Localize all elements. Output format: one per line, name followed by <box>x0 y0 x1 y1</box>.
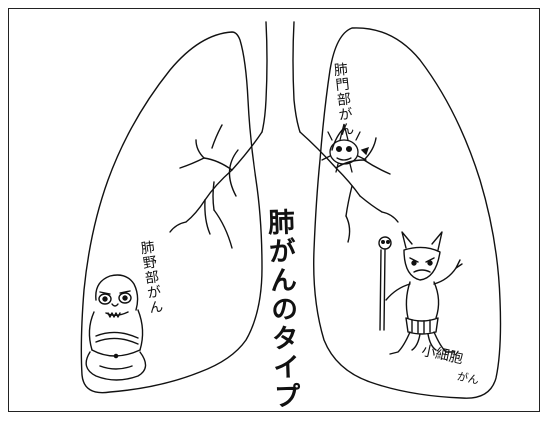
label-small-cell-line1: 小細胞 <box>420 343 464 367</box>
left-lung-notch <box>229 150 238 196</box>
diagram-title: 肺がんのタイプ <box>264 208 298 412</box>
peripheral-cancer-character <box>86 275 145 380</box>
trachea-left-wall <box>262 22 267 132</box>
small-cell-cancer-character <box>379 232 462 354</box>
trachea-right-wall <box>293 22 300 132</box>
